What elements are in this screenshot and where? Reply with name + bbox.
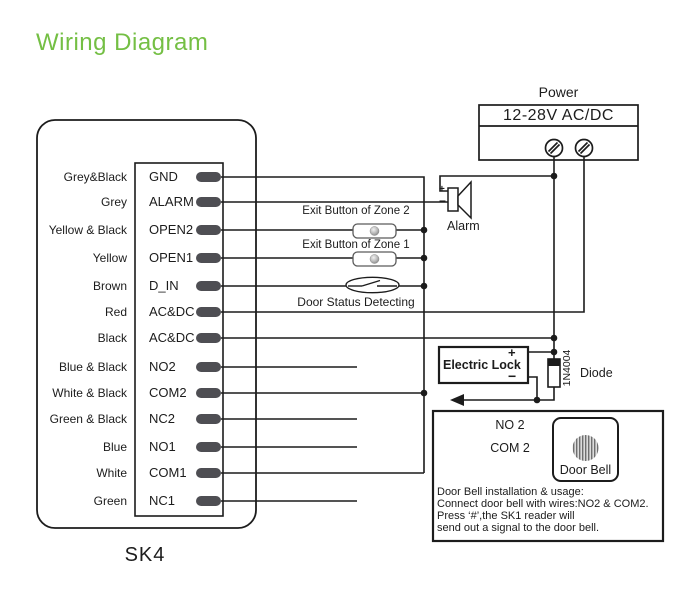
diode-label: Diode	[580, 366, 613, 380]
doorbell-usage-line: Connect door bell with wires:NO2 & COM2.	[437, 498, 649, 510]
doorbell-usage-line: send out a signal to the door bell.	[437, 522, 600, 534]
exit-button-zone1-ball-icon	[369, 254, 380, 264]
screw-slot-icon	[579, 143, 591, 155]
terminal-pill	[196, 197, 221, 207]
alarm-label: Alarm	[447, 219, 480, 233]
lock-return-arrowhead-icon	[450, 394, 464, 406]
exit-button-zone1-label: Exit Button of Zone 1	[302, 239, 410, 251]
doorbell-bell-icon	[572, 435, 599, 461]
junction-dot	[420, 389, 428, 397]
junction-dot	[550, 348, 558, 356]
diode-cathode-band-icon	[548, 359, 560, 366]
door-status-label: Door Status Detecting	[297, 295, 415, 309]
wire-color-label: White & Black	[52, 386, 127, 400]
alarm-speaker-icon	[447, 180, 472, 220]
terminal-pill	[196, 496, 221, 506]
device-model-label: SK4	[124, 544, 166, 566]
terminal-name-label: NC2	[149, 411, 176, 426]
wire-color-label: White	[96, 466, 127, 480]
electric-lock-box	[437, 345, 530, 385]
exit-button-zone2-label: Exit Button of Zone 2	[302, 205, 410, 217]
terminal-pill	[196, 281, 221, 291]
wire-color-label: Blue & Black	[58, 360, 127, 374]
doorbell-usage-line: Door Bell installation & usage:	[437, 486, 584, 498]
switch-contact-icon	[348, 279, 397, 287]
terminal-name-label: AC&DC	[149, 330, 195, 345]
screw-slot-icon	[549, 143, 561, 155]
wire-color-label: Yellow	[92, 251, 127, 265]
gnd-common-bus-wire	[221, 176, 425, 473]
door-status-switch-icon	[345, 276, 400, 294]
doorbell-com2-label: COM 2	[490, 441, 530, 455]
junction-dot	[550, 334, 558, 342]
terminal-pill	[196, 307, 221, 317]
terminal-pills	[196, 172, 221, 506]
terminal-name-label: NO1	[149, 439, 176, 454]
terminal-name-label: OPEN2	[149, 222, 194, 237]
junction-dot	[420, 282, 428, 290]
terminal-pill	[196, 362, 221, 372]
wire-color-label: Black	[97, 331, 127, 345]
lock-minus-label: −	[508, 368, 517, 384]
diode-part-number-label: 1N4004	[560, 349, 573, 387]
speaker-cone-icon	[457, 180, 472, 220]
power-screw-terminals	[544, 138, 594, 158]
terminal-pill	[196, 225, 221, 235]
terminal-pill	[196, 333, 221, 343]
page-title: Wiring Diagram	[36, 29, 209, 56]
doorbell-no2-label: NO 2	[495, 418, 525, 432]
screw-slot-icon	[547, 141, 559, 153]
wire-color-label: Grey&Black	[63, 170, 127, 184]
lock-negative-wire	[528, 376, 538, 400]
terminal-name-label: AC&DC	[149, 304, 195, 319]
junction-dot	[420, 226, 428, 234]
doorbell-usage-line: Press ‘#’,the SK1 reader will	[437, 510, 575, 522]
terminal-name-label: COM1	[149, 465, 187, 480]
terminal-name-label: COM2	[149, 385, 187, 400]
wire-color-label: Red	[104, 305, 127, 319]
doorbell-label: Door Bell	[559, 463, 612, 477]
junction-dot	[420, 254, 428, 262]
terminal-name-label: NC1	[149, 493, 176, 508]
alarm-positive-wire	[439, 175, 554, 192]
junction-dot	[550, 172, 558, 180]
wire-color-label: Blue	[102, 440, 127, 454]
wire-color-label: Brown	[92, 279, 127, 293]
alarm-plus-label: +	[439, 184, 445, 195]
electric-lock-label: Electric Lock	[443, 358, 521, 372]
terminal-name-label: ALARM	[149, 194, 194, 209]
screw-slot-icon	[577, 141, 589, 153]
lock-return-wire	[464, 387, 555, 401]
wire-color-label: Green	[93, 494, 127, 508]
wire-color-label: Green & Black	[49, 412, 127, 426]
speaker-driver-icon	[447, 187, 459, 212]
terminal-pill	[196, 442, 221, 452]
terminal-name-label: OPEN1	[149, 250, 194, 265]
junction-dots	[420, 172, 558, 404]
terminal-name-label: GND	[149, 169, 178, 184]
terminal-name-label: NO2	[149, 359, 176, 374]
terminal-pill	[196, 253, 221, 263]
screw-terminal-icon	[544, 138, 564, 158]
alarm-minus-label: −	[439, 194, 447, 208]
power-rating-label: 12-28V AC/DC	[503, 107, 614, 124]
terminal-pill	[196, 468, 221, 478]
doorbell-info-box	[431, 409, 665, 543]
wire-color-label: Yellow & Black	[48, 223, 127, 237]
terminal-name-label: D_IN	[149, 278, 179, 293]
lock-plus-label: +	[508, 345, 516, 360]
terminal-pill	[196, 388, 221, 398]
screw-terminal-icon	[574, 138, 594, 158]
junction-dot	[533, 396, 541, 404]
power-label: Power	[538, 84, 579, 100]
acdc-red-wire	[221, 156, 585, 313]
terminal-pill	[196, 414, 221, 424]
wire-color-label: Grey	[100, 195, 127, 209]
exit-button-zone2-ball-icon	[369, 226, 380, 236]
terminal-pill	[196, 172, 221, 182]
